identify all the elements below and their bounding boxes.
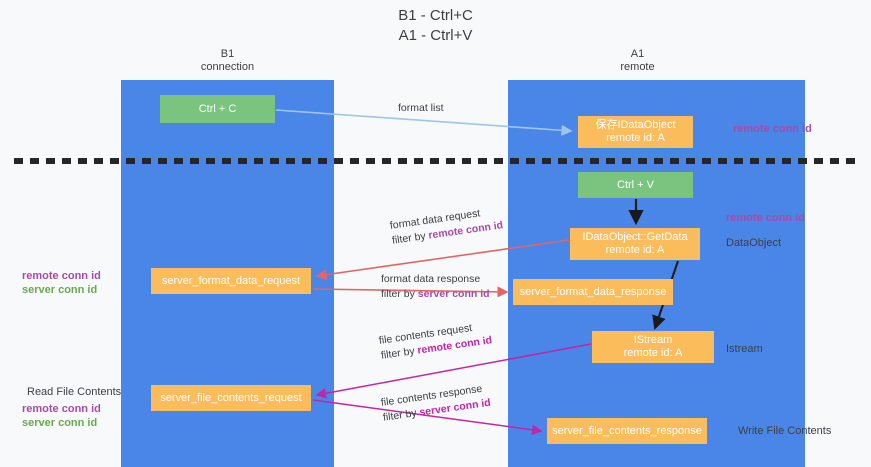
annotation-left-server-conn-id-2: server conn id	[22, 417, 98, 429]
lane-header-a1: A1 remote	[560, 48, 715, 74]
lane-header-a1-name: A1	[630, 48, 645, 60]
phase-divider	[14, 158, 857, 164]
node-istream-line1: IStream	[633, 334, 673, 346]
annotation-write-file-contents: Write File Contents	[738, 425, 832, 437]
node-server-file-contents-response[interactable]: server_file_contents_response	[547, 418, 707, 444]
annotation-istream: Istream	[726, 343, 763, 355]
node-server-file-contents-request-label: server_file_contents_request	[160, 391, 302, 404]
node-ctrl-v[interactable]: Ctrl + V	[578, 172, 693, 198]
node-save-idataobject-line2: remote id: A	[606, 132, 665, 144]
lane-header-b1: B1 connection	[150, 48, 305, 74]
node-save-idataobject-line1: 保存IDataObject	[595, 119, 676, 131]
edge-label-format-data-response: format data response filter by server co…	[381, 272, 490, 301]
node-save-idataobject[interactable]: 保存IDataObject remote id: A	[578, 116, 693, 148]
filter-by-prefix: filter by	[381, 288, 418, 300]
annotation-left-conn-ids-2: remote conn id server conn id	[22, 402, 101, 430]
edge-label-format-list: format list	[398, 101, 444, 115]
node-idataobject-getdata[interactable]: IDataObject::GetData remote id: A	[570, 228, 700, 260]
server-conn-id-key: server conn id	[417, 288, 490, 300]
edge-label-format-data-response-line1: format data response	[381, 273, 481, 285]
annotation-left-remote-conn-id-1: remote conn id	[22, 270, 101, 282]
diagram-title: B1 - Ctrl+C A1 - Ctrl+V	[0, 6, 871, 46]
title-line-1: B1 - Ctrl+C	[398, 7, 473, 24]
node-server-format-data-request-label: server_format_data_request	[161, 274, 301, 287]
node-server-file-contents-request[interactable]: server_file_contents_request	[151, 385, 311, 411]
node-ctrl-c-label: Ctrl + C	[198, 102, 237, 115]
annotation-remote-conn-id-mid: remote conn id	[726, 212, 805, 224]
annotation-remote-conn-id-top: remote conn id	[733, 123, 812, 135]
lane-header-b1-sub: connection	[200, 61, 255, 73]
annotation-left-conn-ids-1: remote conn id server conn id	[22, 269, 101, 297]
title-line-2: A1 - Ctrl+V	[398, 27, 473, 44]
node-idataobject-getdata-line2: remote id: A	[605, 244, 665, 256]
annotation-dataobject: DataObject	[726, 237, 782, 249]
edge-file-contents-request	[315, 343, 592, 399]
node-ctrl-v-label: Ctrl + V	[617, 178, 654, 191]
annotation-left-remote-conn-id-2: remote conn id	[22, 403, 101, 415]
node-server-file-contents-response-label: server_file_contents_response	[552, 424, 702, 437]
node-server-format-data-request[interactable]: server_format_data_request	[151, 268, 311, 294]
node-ctrl-c[interactable]: Ctrl + C	[160, 95, 275, 123]
edge-format-data-response	[312, 286, 509, 298]
edge-label-format-data-response-line2: filter by server conn id	[381, 287, 490, 301]
node-server-format-data-response[interactable]: server_format_data_response	[513, 279, 673, 305]
annotation-read-file-contents: Read File Contents	[27, 386, 122, 398]
node-idataobject-getdata-line1: IDataObject::GetData	[582, 231, 688, 243]
edge-format-list	[275, 109, 573, 136]
lane-header-a1-sub: remote	[620, 61, 655, 73]
node-server-format-data-response-label: server_format_data_response	[519, 285, 667, 298]
edge-file-contents-response	[312, 399, 543, 435]
annotation-left-server-conn-id-1: server conn id	[22, 284, 98, 296]
lane-header-b1-name: B1	[220, 48, 235, 60]
edge-format-data-request	[315, 239, 570, 281]
node-istream[interactable]: IStream remote id: A	[592, 331, 714, 363]
edge-label-format-list-text: format list	[398, 102, 444, 114]
node-istream-line2: remote id: A	[623, 347, 683, 359]
